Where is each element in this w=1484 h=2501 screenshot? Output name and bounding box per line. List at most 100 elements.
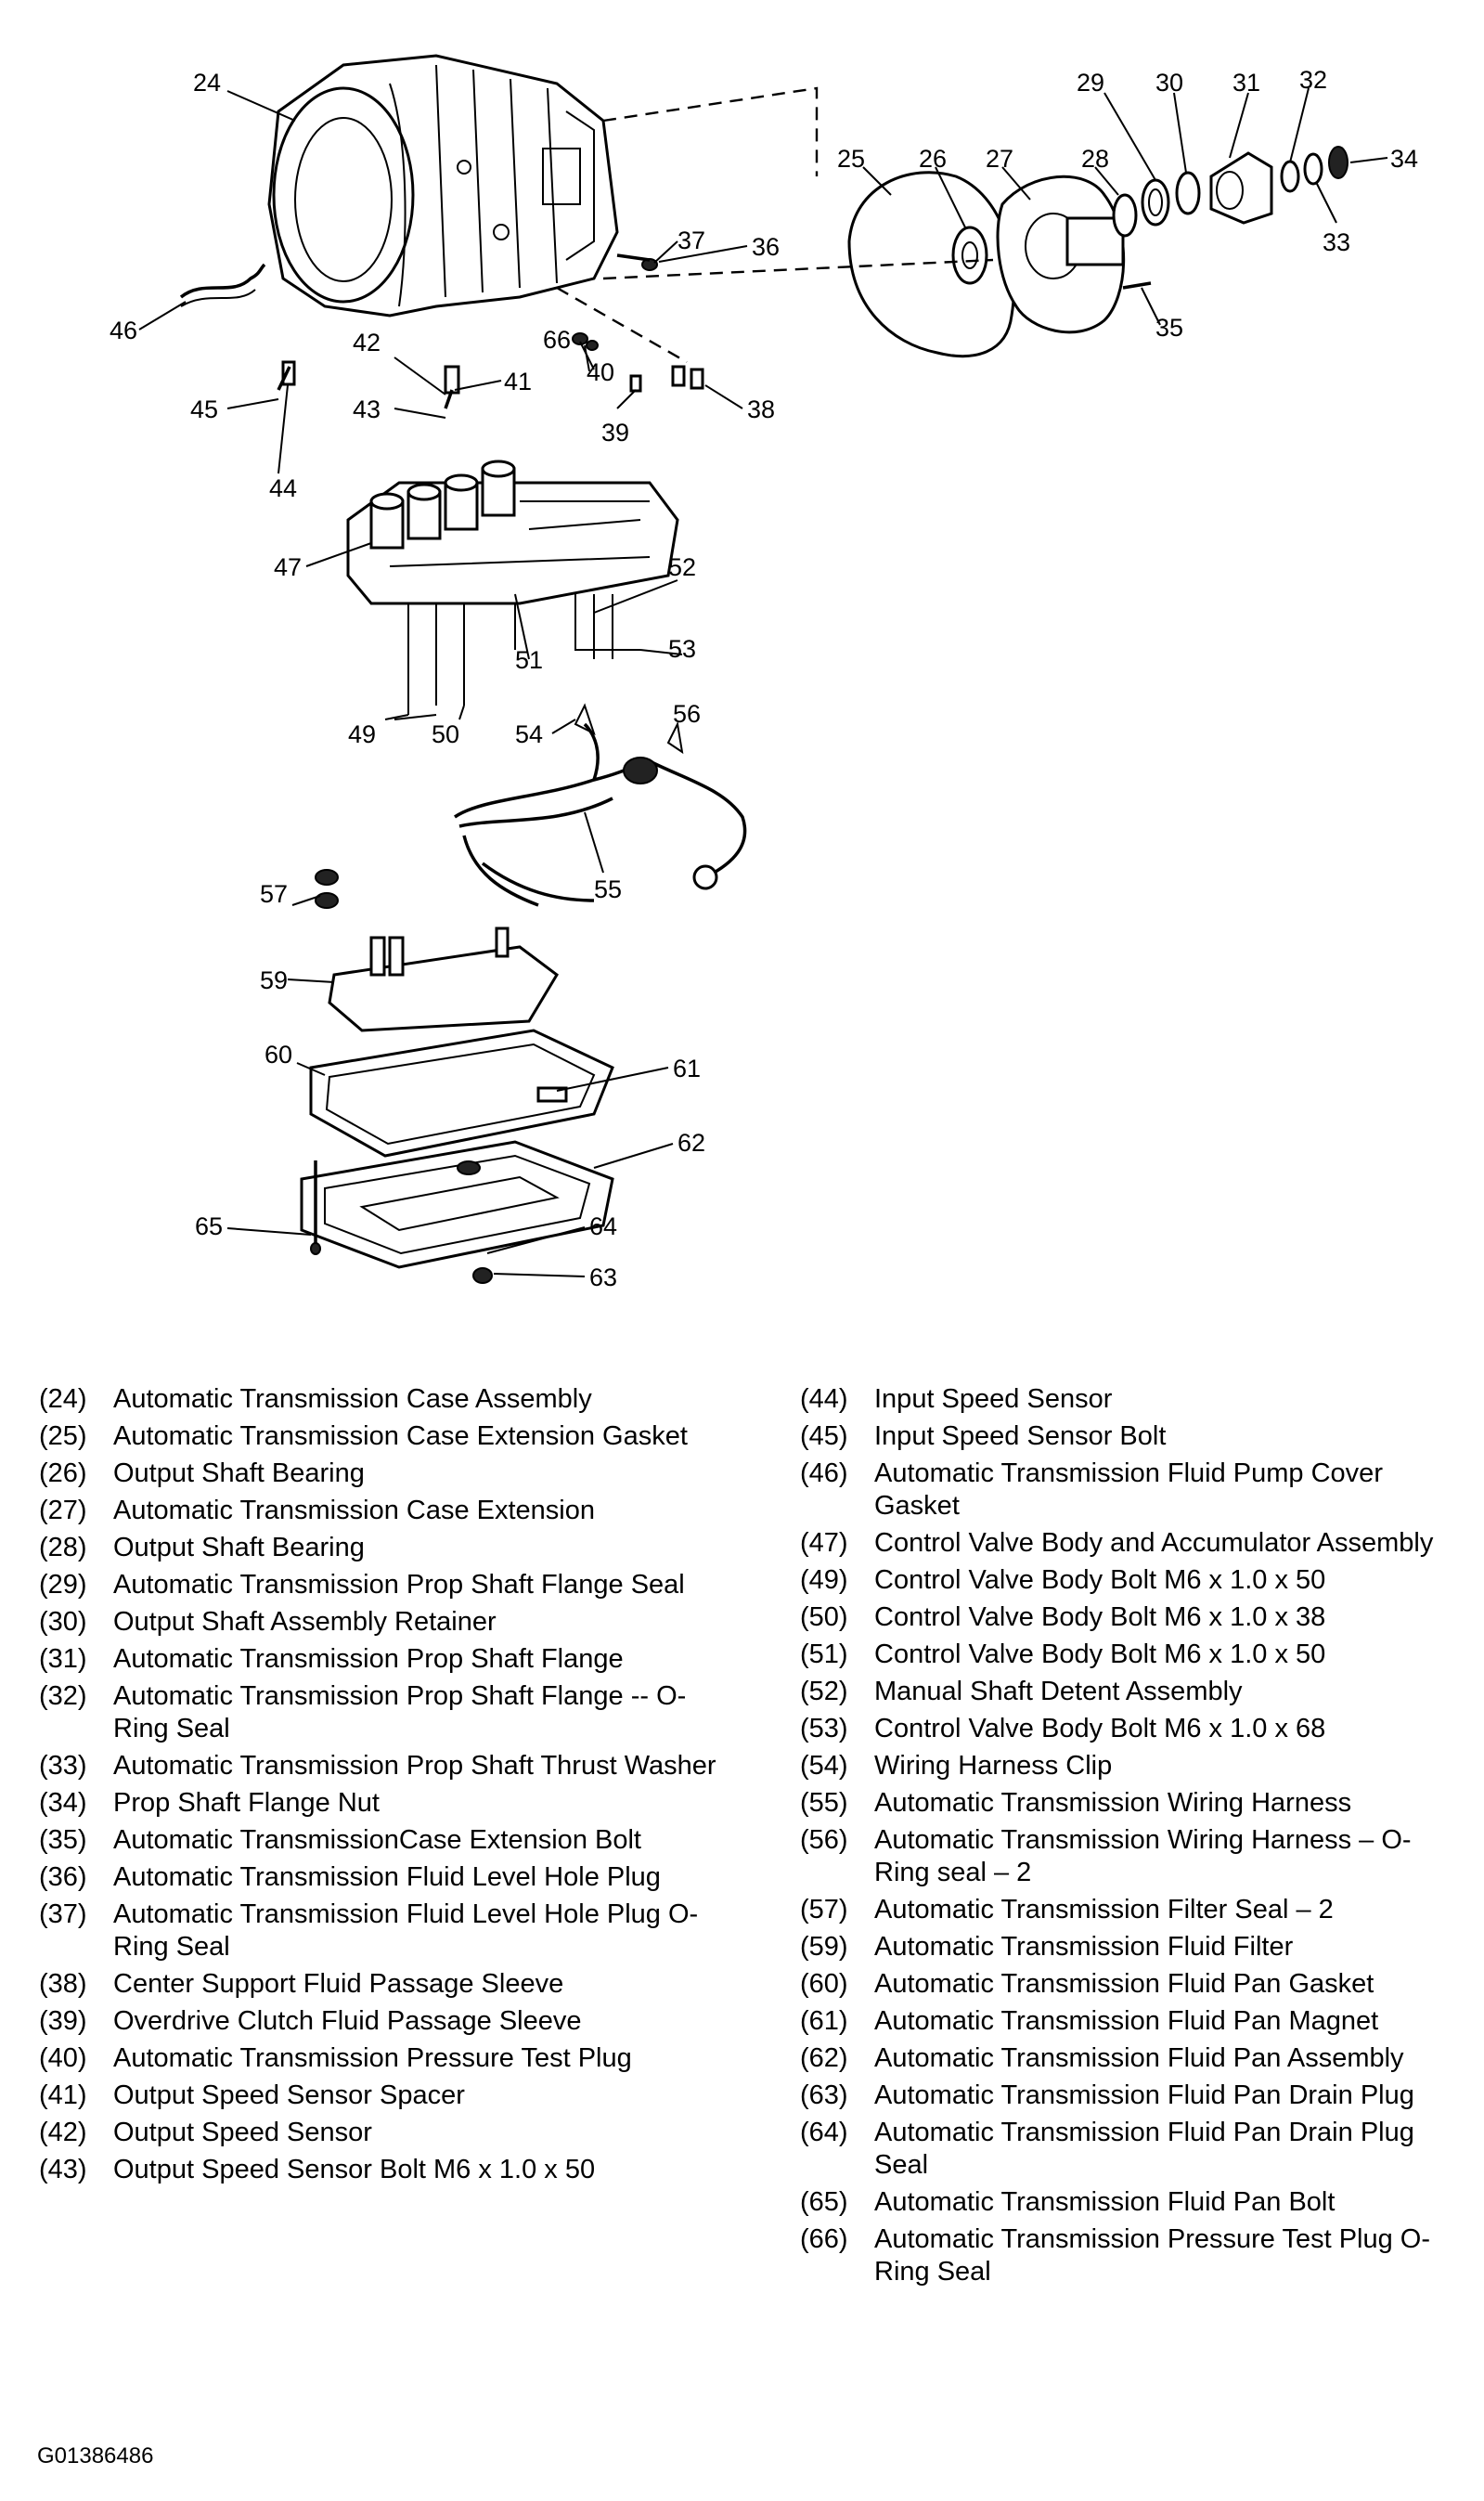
legend-item: (35) Automatic TransmissionCase Extension… (39, 1824, 716, 1857)
legend-description: Automatic Transmission Case Extension Ga… (113, 1421, 688, 1451)
legend-item: (43)Output Speed Sensor Bolt M6 x 1.0 x … (39, 2154, 716, 2186)
legend-description: Automatic Transmission Wiring Harness – … (874, 1825, 1412, 1887)
callout-56: 56 (673, 700, 701, 728)
legend-description: Control Valve Body Bolt M6 x 1.0 x 68 (874, 1714, 1326, 1743)
callout-labels: 24 25 26 27 28 29 30 31 32 33 34 35 36 3… (110, 66, 1418, 1291)
legend-number: (32) (39, 1681, 87, 1711)
legend-number: (45) (800, 1421, 848, 1451)
callout-45: 45 (190, 395, 218, 423)
legend-number: (34) (39, 1788, 87, 1818)
callout-43: 43 (353, 395, 381, 423)
legend-description: Automatic Transmission Fluid Pump Cover … (874, 1458, 1383, 1521)
callout-51: 51 (515, 646, 543, 674)
legend-description: Automatic Transmission Fluid Filter (874, 1932, 1294, 1962)
figure-id: G01386486 (37, 2443, 154, 2469)
legend-number: (50) (800, 1602, 848, 1632)
legend-description: Automatic Transmission Fluid Pan Gasket (874, 1969, 1374, 1999)
legend-item: (34) Prop Shaft Flange Nut (39, 1787, 716, 1820)
legend-item: (53)Control Valve Body Bolt M6 x 1.0 x 6… (800, 1713, 1450, 1745)
legend-item: (38)Center Support Fluid Passage Sleeve (39, 1968, 716, 2001)
legend-number: (61) (800, 2006, 848, 2036)
legend-item: (29)Automatic Transmission Prop Shaft Fl… (39, 1569, 716, 1601)
legend-description: Automatic Transmission Fluid Pan Assembl… (874, 2043, 1404, 2073)
callout-29: 29 (1077, 69, 1104, 97)
legend-item: (54)Wiring Harness Clip (800, 1750, 1450, 1782)
callout-41: 41 (504, 368, 532, 395)
legend-number: (37) (39, 1899, 87, 1929)
legend-description: Automatic Transmission Filter Seal – 2 (874, 1895, 1334, 1924)
callout-34: 34 (1390, 145, 1418, 173)
legend-number: (25) (39, 1421, 87, 1451)
valve-body (346, 460, 679, 715)
callout-66: 66 (543, 326, 571, 354)
callout-35: 35 (1155, 314, 1183, 342)
legend-item: (40)Automatic Transmission Pressure Test… (39, 2042, 716, 2075)
legend-item: (51) Control Valve Body Bolt M6 x 1.0 x 5… (800, 1639, 1450, 1671)
legend-number: (62) (800, 2043, 848, 2073)
legend-number: (47) (800, 1528, 848, 1558)
legend-number: (64) (800, 2118, 848, 2147)
callout-27: 27 (986, 145, 1013, 173)
legend-number: (59) (800, 1932, 848, 1962)
legend-number: (35) (39, 1825, 87, 1855)
callout-65: 65 (195, 1212, 223, 1240)
exploded-diagram: 24 25 26 27 28 29 30 31 32 33 34 35 36 3… (110, 54, 1418, 1291)
legend-number: (54) (800, 1751, 848, 1781)
legend-description: Prop Shaft Flange Nut (113, 1788, 380, 1818)
legend-item: (39)Overdrive Clutch Fluid Passage Sleev… (39, 2005, 716, 2038)
legend-description: Automatic Transmission Prop Shaft Thrust… (113, 1751, 716, 1781)
legend-item: (27)Automatic Transmission Case Extensio… (39, 1495, 716, 1527)
callout-38: 38 (747, 395, 775, 423)
legend-left-column: (24) Automatic Transmission Case Assembly… (39, 1383, 716, 2191)
legend-description: Automatic Transmission Fluid Level Hole … (113, 1862, 661, 1892)
legend-item: (56) Automatic Transmission Wiring Harnes… (800, 1824, 1450, 1889)
legend-number: (56) (800, 1825, 848, 1855)
legend-item: (32) Automatic Transmission Prop Shaft Fl… (39, 1680, 716, 1745)
legend-item: (36) Automatic Transmission Fluid Level H… (39, 1861, 716, 1894)
legend-number: (51) (800, 1639, 848, 1669)
legend-description: Automatic Transmission Fluid Pan Drain P… (874, 2080, 1414, 2110)
legend-number: (57) (800, 1895, 848, 1924)
legend-number: (33) (39, 1751, 87, 1781)
legend-item: (37)Automatic Transmission Fluid Level H… (39, 1898, 716, 1963)
callout-25: 25 (837, 145, 865, 173)
legend-description: Center Support Fluid Passage Sleeve (113, 1969, 564, 1999)
legend-number: (49) (800, 1565, 848, 1595)
legend-number: (44) (800, 1384, 848, 1414)
legend-item: (42)Output Speed Sensor (39, 2117, 716, 2149)
callout-59: 59 (260, 966, 288, 994)
legend-description: Automatic Transmission Case Assembly (113, 1384, 592, 1414)
legend-description: Automatic TransmissionCase Extension Bol… (113, 1825, 641, 1855)
legend-description: Input Speed Sensor Bolt (874, 1421, 1167, 1451)
legend-number: (42) (39, 2118, 87, 2147)
legend-number: (30) (39, 1607, 87, 1637)
callout-24: 24 (193, 69, 221, 97)
legend-number: (24) (39, 1384, 87, 1414)
legend-description: Automatic Transmission Fluid Pan Magnet (874, 2006, 1379, 2036)
callout-61: 61 (673, 1055, 701, 1082)
legend-description: Automatic Transmission Case Extension (113, 1496, 595, 1525)
legend-number: (36) (39, 1862, 87, 1892)
legend-item: (57) Automatic Transmission Filter Seal –… (800, 1894, 1450, 1926)
legend-number: (55) (800, 1788, 848, 1818)
callout-47: 47 (274, 553, 302, 581)
legend-number: (52) (800, 1677, 848, 1706)
legend-number: (26) (39, 1458, 87, 1488)
case-extension-parts (847, 146, 1349, 358)
legend-description: Automatic Transmission Prop Shaft Flange… (113, 1681, 687, 1743)
callout-30: 30 (1155, 69, 1183, 97)
legend-number: (46) (800, 1458, 848, 1488)
legend-item: (41)Output Speed Sensor Spacer (39, 2080, 716, 2112)
legend-description: Automatic Transmission Wiring Harness (874, 1788, 1352, 1818)
small-parts (179, 253, 704, 409)
legend-item: (30)Output Shaft Assembly Retainer (39, 1606, 716, 1639)
legend-item: (44)Input Speed Sensor (800, 1383, 1450, 1416)
legend-description: Control Valve Body Bolt M6 x 1.0 x 50 (874, 1639, 1326, 1669)
legend-item: (24) Automatic Transmission Case Assembly (39, 1383, 716, 1416)
transmission-case (267, 54, 619, 317)
callout-50: 50 (432, 720, 459, 748)
fluid-filter (315, 869, 559, 1032)
legend-description: Automatic Transmission Prop Shaft Flange… (113, 1570, 685, 1600)
callout-39: 39 (601, 419, 629, 447)
legend-number: (28) (39, 1533, 87, 1562)
